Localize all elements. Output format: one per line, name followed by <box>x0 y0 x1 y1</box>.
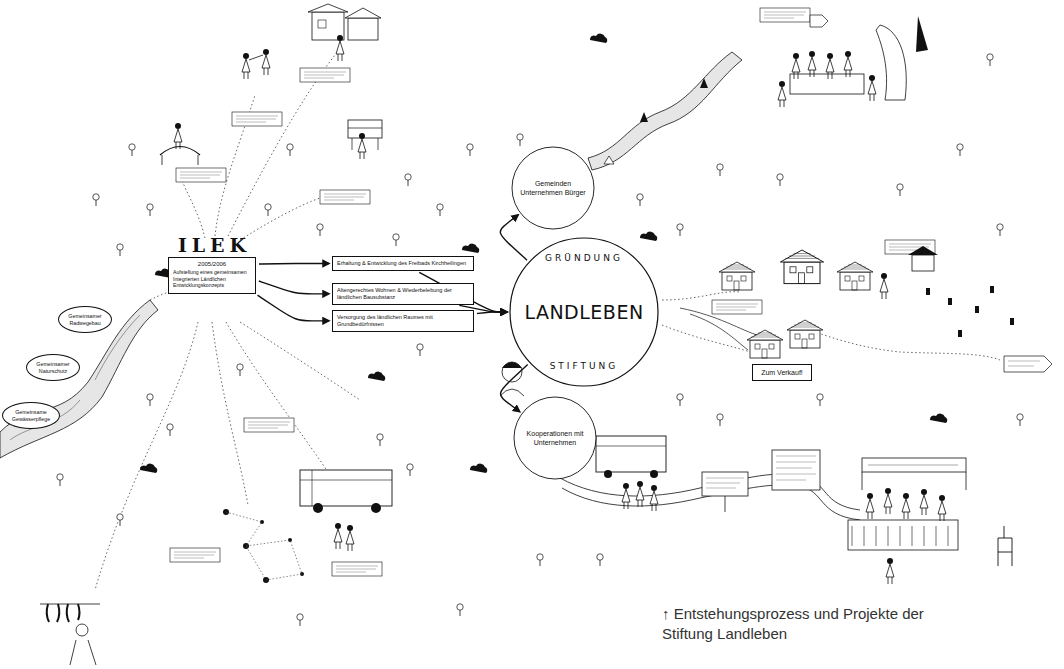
speech-bubble: Gemeinsame Gewässerpflege <box>2 402 60 429</box>
node-text: STIFTUNG <box>550 361 619 371</box>
node-title: Gemeinsamer Radwegebau <box>63 313 107 326</box>
node-title: Gemeinden Unternehmen Bürger <box>511 179 595 197</box>
concept-banner: ILEK 2005/2006Aufstellung eines gemeinsam… <box>168 236 256 294</box>
goal-box: Altengerechtes Wohnen & Wiederbelebung d… <box>332 283 474 305</box>
node-title: ILEK <box>168 236 256 255</box>
circle-outline <box>511 146 595 230</box>
goal-box: Erhaltung & Entwicklung des Freibads Kir… <box>332 256 474 271</box>
node-title: Altengerechtes Wohnen & Wiederbelebung d… <box>337 287 469 301</box>
figure-caption: ↑ Entstehungsprozess und Projekte der St… <box>662 604 932 645</box>
sale-sign: Zum Verkauf! <box>752 364 812 381</box>
flow-arrow <box>259 263 329 265</box>
node-title: Gemeinsame Gewässerpflege <box>7 409 55 422</box>
foundation-circle: GRÜNDUNG LANDLEBEN STIFTUNG <box>509 237 659 387</box>
node-title: Versorgung des ländlichen Raumes mit Gru… <box>337 314 469 328</box>
node-title: Gemeinsamer Naturschutz <box>31 361 75 374</box>
speech-bubble: Gemeinsamer Radwegebau <box>58 306 112 333</box>
flow-arrow <box>500 215 527 260</box>
node-title: GRÜNDUNG <box>545 253 623 263</box>
flow-arrow <box>477 312 507 313</box>
node-title: Zum Verkauf! <box>758 369 806 376</box>
partner-circle: Gemeinden Unternehmen Bürger <box>511 146 595 230</box>
speech-bubble: Gemeinsamer Naturschutz <box>26 354 80 381</box>
flow-arrow <box>501 364 528 411</box>
partner-circle: Kooperationen mit Unternehmen <box>513 396 597 480</box>
node-text: LANDLEBEN <box>524 301 643 323</box>
node-text: 2005/2006 <box>168 257 256 268</box>
flow-arrow <box>259 281 329 294</box>
node-text: Aufstellung eines gemeinsamen Integriert… <box>168 268 256 294</box>
node-title: Kooperationen mit Unternehmen <box>513 429 597 447</box>
flow-arrow <box>258 295 329 321</box>
node-title: Erhaltung & Entwicklung des Freibads Kir… <box>337 260 469 267</box>
circle-outline <box>513 396 597 480</box>
goal-box: Versorgung des ländlichen Raumes mit Gru… <box>332 310 474 332</box>
